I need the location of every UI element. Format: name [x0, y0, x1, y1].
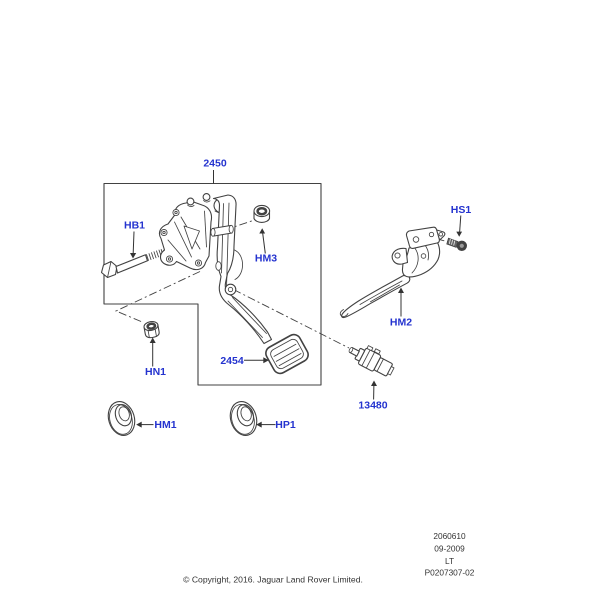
grommet-right-part	[229, 401, 258, 436]
washer-bore	[256, 206, 268, 216]
copyright-notice: © Copyright, 2016. Jaguar Land Rover Lim…	[183, 575, 363, 585]
pedal-arm-hole	[215, 261, 222, 271]
callout-HN1: HN1	[145, 337, 166, 378]
pedal-arm-part	[210, 194, 273, 345]
callout-HM2-arrow	[398, 287, 404, 293]
callout-2450-label[interactable]: 2450	[203, 158, 227, 170]
nut-axis-line	[114, 271, 201, 323]
callout-2454-label[interactable]: 2454	[220, 355, 244, 367]
switch-plunger-tip	[348, 347, 354, 353]
callout-HP1-arrow	[256, 421, 262, 428]
pad-inner-outline	[270, 338, 304, 370]
switch-tab-2	[373, 348, 381, 355]
nut-part	[143, 320, 160, 339]
callout-HB1-label[interactable]: HB1	[124, 220, 145, 232]
bracket-detail-lines	[167, 210, 207, 262]
pedal-pad-part	[265, 333, 309, 375]
callout-HN1-arrow	[149, 337, 156, 343]
callout-HM3-label[interactable]: HM3	[255, 253, 277, 265]
callout-HS1-leader	[459, 215, 462, 233]
support-bracket-part	[339, 226, 446, 319]
switch-body-ribs	[361, 349, 375, 369]
switch-connector-end	[387, 366, 395, 376]
switch-tab-1	[366, 345, 374, 352]
callout-HB1: HB1	[124, 220, 145, 259]
callout-HM3-arrow	[259, 228, 266, 234]
callout-2450: 2450	[203, 158, 227, 184]
callout-HM2: HM2	[390, 287, 412, 329]
callout-13480-label[interactable]: 13480	[358, 400, 387, 412]
pivot-pins	[186, 193, 211, 208]
pad-outline	[265, 333, 309, 375]
reference-block: 2060610 09-2009 LT P0207307-02	[425, 531, 475, 578]
pedal-arm-channel-lines	[221, 202, 267, 338]
bracket-arm-lines	[339, 280, 403, 317]
callout-2454: 2454	[220, 355, 269, 367]
callout-HM1-arrow	[136, 421, 142, 428]
callout-HB1-leader	[132, 231, 135, 254]
switch-axis-line	[233, 289, 350, 349]
reference-code: LT	[445, 556, 454, 566]
callout-HS1: HS1	[451, 204, 472, 237]
callout-HM3-leader	[262, 232, 266, 254]
bracket-plate-hole-2	[428, 231, 435, 238]
bracket-plate-hole-1	[412, 236, 420, 243]
callout-13480: 13480	[358, 380, 388, 412]
callout-HN1-label[interactable]: HN1	[145, 366, 166, 378]
bolt-shaft	[115, 254, 149, 274]
pad-ribs	[273, 343, 302, 367]
nut-bore	[146, 322, 157, 330]
bracket-shroud	[401, 241, 441, 278]
callout-HS1-arrow	[456, 231, 463, 237]
callout-HB1-arrow	[130, 253, 137, 259]
reference-date: 09-2009	[434, 544, 465, 554]
bracket-shroud-lines	[411, 244, 429, 274]
bracket-bosses	[160, 208, 203, 267]
callout-HP1: HP1	[256, 419, 296, 431]
callout-HS1-label[interactable]: HS1	[451, 204, 472, 216]
callout-HM2-label[interactable]: HM2	[390, 317, 412, 329]
bracket-body	[158, 201, 213, 271]
callout-HM1: HM1	[136, 419, 177, 431]
screw-threads	[448, 238, 456, 246]
pedal-arm-bend-boss	[224, 283, 237, 296]
callout-HM3: HM3	[255, 228, 277, 265]
bracket-window	[183, 225, 200, 250]
stoplamp-switch-part	[348, 345, 395, 377]
bracket-shroud-hole	[420, 253, 427, 259]
callout-2454-arrow	[263, 357, 269, 364]
assembly-boundary-box	[103, 182, 322, 386]
bolt-bushing-tube	[210, 224, 234, 237]
bolt-head-facet	[107, 261, 112, 278]
pivot-washer-part	[253, 204, 271, 223]
callout-13480-arrow	[371, 380, 377, 386]
bracket-arm	[341, 274, 411, 319]
pivot-bolt-part	[100, 248, 164, 279]
callout-HM1-label[interactable]: HM1	[154, 419, 176, 431]
reference-doc-number: 2060610	[433, 531, 466, 541]
bracket-screw-part	[446, 237, 467, 252]
callout-HP1-label[interactable]: HP1	[275, 419, 296, 431]
bracket-tab-hole	[438, 232, 444, 237]
grommet-left-part	[107, 401, 136, 436]
screw-head-socket	[459, 243, 464, 248]
reference-plate-number: P0207307-02	[425, 568, 475, 578]
screw-shaft	[446, 237, 459, 248]
bracket-left-ear-hole	[394, 252, 401, 259]
